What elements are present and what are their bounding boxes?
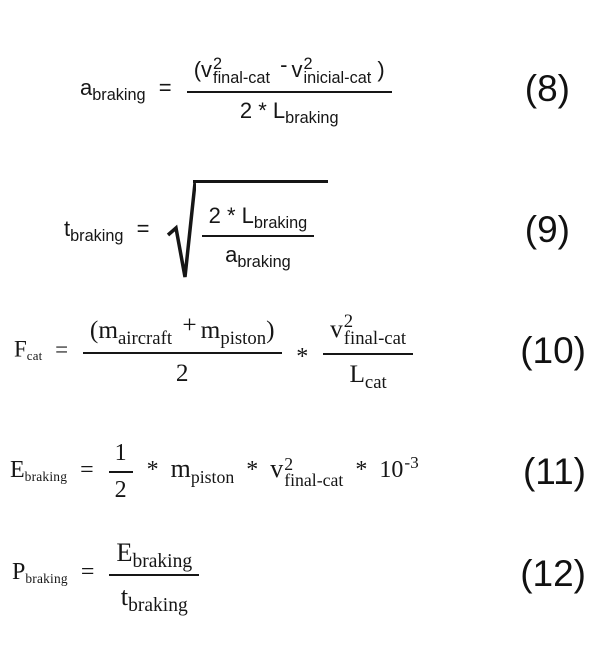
eq12-number: (12) <box>520 552 586 594</box>
eq9-fraction: 2 * Lbraking abraking <box>201 200 315 271</box>
eq10-L-subscript: cat <box>364 372 387 394</box>
eq8-number: (8) <box>524 68 570 110</box>
eq8-denominator: 2 * Lbraking <box>239 93 339 128</box>
eq11-lhs-base: E <box>10 457 25 484</box>
eq8-v-inicial-subscript: inicial-cat <box>303 69 372 88</box>
eq11-v-base: v <box>270 454 284 484</box>
eq10-equals-sign: = <box>55 336 69 362</box>
eq12-denominator: tbraking <box>120 576 188 617</box>
eq10-L-base: L <box>349 360 365 389</box>
eq9-number: (9) <box>524 209 570 250</box>
eq11-v-exponent: 2 <box>284 453 294 474</box>
eq11-two: 2 <box>114 477 127 503</box>
eq10-m-aircraft-sub: aircraft <box>118 328 173 350</box>
eq12-E-subscript: braking <box>132 551 193 573</box>
eq10-open-paren-m: (m <box>89 316 118 345</box>
eq11-number: (11) <box>522 450 586 492</box>
eq10-close-paren: ) <box>266 316 275 345</box>
eq9-numerator: 2 * Lbraking <box>201 200 315 237</box>
eq10-denominator: 2 <box>176 354 189 390</box>
eq9-num-text: 2 * L <box>208 203 254 228</box>
eq12-fraction: Ebraking tbraking <box>109 534 200 617</box>
eq12-formula: Pbraking = Ebraking tbraking <box>12 534 201 617</box>
eq11-half-denominator: 2 <box>115 473 127 505</box>
eq8-v-inicial-base: v <box>291 57 303 82</box>
eq8-close-paren: ) <box>377 57 385 82</box>
eq8-den-text: 2 * L <box>239 97 286 123</box>
eq11-half-numerator: 1 <box>108 438 133 473</box>
eq12-lhs-base: P <box>12 559 26 586</box>
eq12-numerator: Ebraking <box>109 534 200 576</box>
eq11-half-fraction: 1 2 <box>108 438 133 505</box>
eq10-multiply-sign: * <box>296 342 309 370</box>
eq11-lhs-sub: braking <box>24 468 68 484</box>
eq9-num-subscript: braking <box>253 214 308 233</box>
eq11-ten-exponent: -3 <box>404 453 419 473</box>
eq11-m-subscript: piston <box>190 466 235 487</box>
eq10-m-piston-base: m <box>200 316 221 345</box>
eq11-v-subscript: final-cat <box>284 469 344 490</box>
eq8-den-subscript: braking <box>285 109 339 128</box>
eq9-square-root: 2 * Lbraking abraking <box>166 180 329 280</box>
eq10-v-subscript: final-cat <box>343 328 407 350</box>
eq8-equals-sign: = <box>158 74 172 100</box>
eq12-lhs-sub: braking <box>25 570 68 586</box>
eq9-lhs-base: t <box>64 215 71 241</box>
eq8-v-inicial-exponent: 2 <box>303 54 313 73</box>
eq8-lhs-sub: braking <box>92 86 146 105</box>
eq10-mass-fraction: (maircraft +mpiston) 2 <box>82 310 282 390</box>
eq11-ten-base: 10 <box>379 457 404 484</box>
eq8-v-final-exponent: 2 <box>213 54 223 73</box>
eq10-v-base: v <box>330 315 343 343</box>
eq8-lhs-base: a <box>80 74 93 100</box>
eq11-multiply-sign-2: * <box>246 457 259 484</box>
eq10-den-text: 2 <box>175 358 189 387</box>
equation-12: Pbraking = Ebraking tbraking (12) <box>12 534 586 617</box>
eq11-m-base: m <box>170 454 191 484</box>
eq12-t-base: t <box>120 581 129 611</box>
eq11-multiply-sign-1: * <box>146 457 159 484</box>
eq11-one: 1 <box>114 440 127 466</box>
eq9-den-subscript: braking <box>237 252 291 271</box>
eq10-m-piston-sub: piston <box>220 328 267 350</box>
eq10-v-exponent: 2 <box>343 311 354 333</box>
eq10-numerator: (maircraft +mpiston) <box>82 310 282 354</box>
eq12-E-base: E <box>116 537 133 567</box>
equation-9: tbraking = 2 * Lbraking abraking (9) <box>64 180 570 280</box>
eq11-equals-sign: = <box>80 457 94 484</box>
eq10-lhs-base: F <box>14 336 27 362</box>
eq11-multiply-sign-3: * <box>355 457 368 484</box>
eq10-lhs-sub: cat <box>26 348 43 363</box>
eq12-equals-sign: = <box>80 559 95 586</box>
eq9-radicand: 2 * Lbraking abraking <box>192 180 329 280</box>
eq10-number: (10) <box>520 330 586 372</box>
eq8-minus-sign: - <box>280 52 288 78</box>
eq10-plus-sign: + <box>182 310 197 339</box>
eq9-denominator: abraking <box>225 237 291 271</box>
eq9-den-base: a <box>225 241 238 267</box>
eq12-t-subscript: braking <box>128 595 188 617</box>
eq9-equals-sign: = <box>136 215 150 241</box>
radical-icon <box>166 180 196 280</box>
eq9-lhs-sub: braking <box>70 227 124 246</box>
eq9-formula: tbraking = 2 * Lbraking abraking <box>64 180 329 280</box>
eq8-v-final-subscript: final-cat <box>213 69 271 88</box>
eq8-open-paren-v: (v <box>193 57 213 82</box>
eq10-L-denominator: Lcat <box>349 355 387 394</box>
